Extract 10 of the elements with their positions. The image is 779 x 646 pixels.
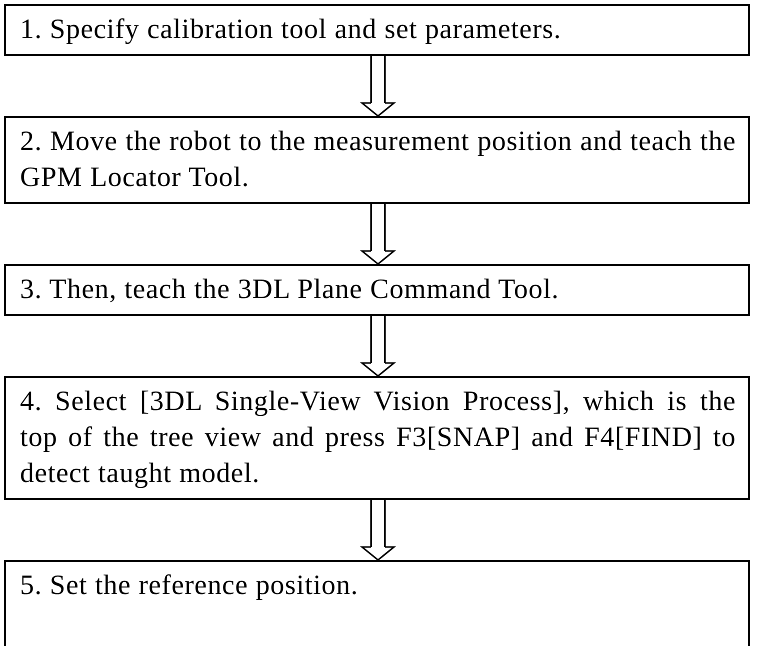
step-text: 1. Specify calibration tool and set parameters. <box>20 13 562 47</box>
step-text: 4. Select [3DL Single-View Vision Process], which is the top of the tree view and press F3[SNAP] and F4[FIND] to detect taught model. <box>20 385 736 491</box>
step-text: 3. Then, teach the 3DL Plane Command Tool. <box>20 273 560 307</box>
process-box <box>4 116 750 204</box>
process-box <box>4 4 750 56</box>
step-text: 2. Move the robot to the measurement position and teach the GPM Locator Tool. <box>20 125 736 195</box>
step-text: 5. Set the reference position. <box>20 569 360 603</box>
process-box <box>4 264 750 316</box>
process-box <box>4 376 750 500</box>
process-box <box>4 560 750 646</box>
